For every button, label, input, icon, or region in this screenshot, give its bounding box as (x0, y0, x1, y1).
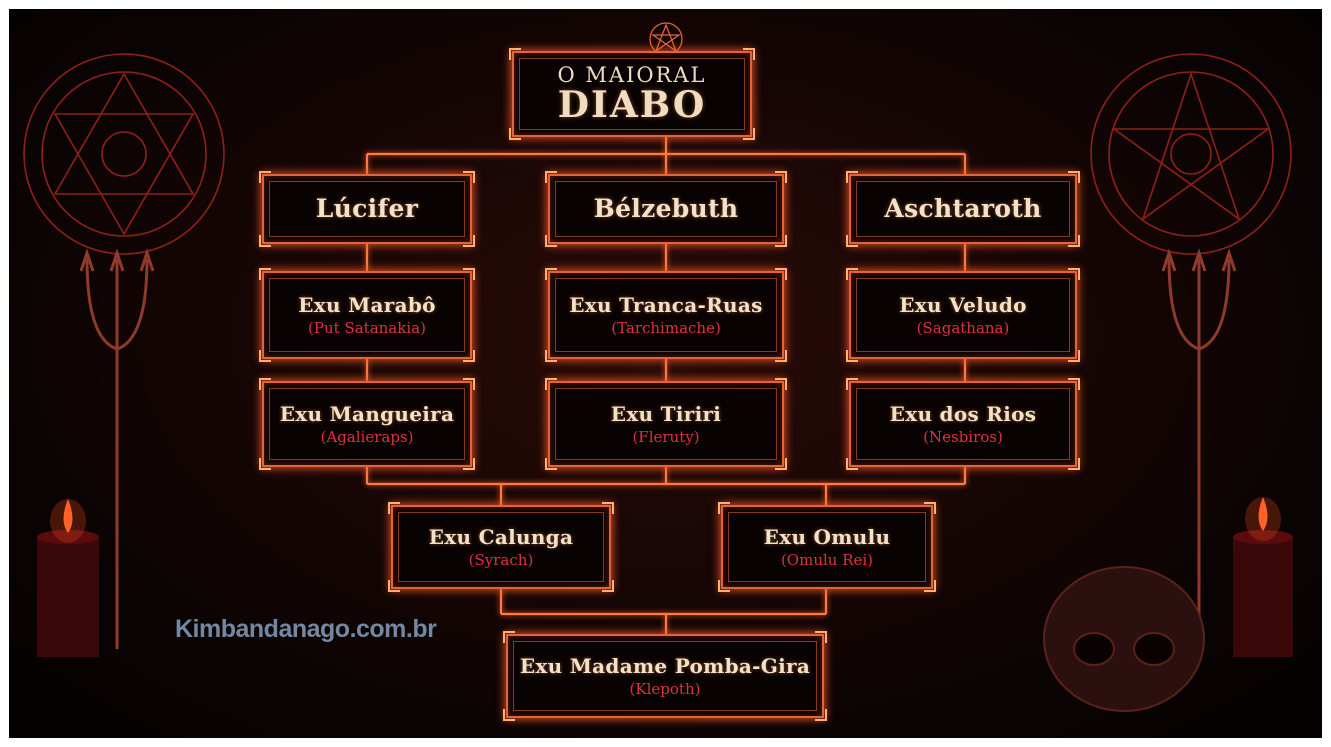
diagram-canvas: O MAIORAL DIABO Lúcifer Bélzebuth Aschta… (9, 9, 1322, 738)
node-subtitle: (Put Satanakia) (308, 319, 426, 337)
watermark-text: Kimbandanago.com.br (175, 615, 436, 644)
node-name: Exu Madame Pomba-Gira (520, 655, 810, 678)
node-name: Exu Tiriri (611, 403, 721, 426)
node-subtitle: (Fleruty) (632, 428, 699, 446)
node-o-maioral-diabo: O MAIORAL DIABO (512, 51, 752, 137)
node-aschtaroth: Aschtaroth (849, 174, 1077, 244)
node-exu-mangueira: Exu Mangueira (Agalieraps) (262, 381, 472, 467)
node-exu-omulu: Exu Omulu (Omulu Rei) (721, 505, 933, 589)
node-exu-calunga: Exu Calunga (Syrach) (391, 505, 611, 589)
node-name: Exu Mangueira (280, 403, 455, 426)
node-name: Exu Calunga (429, 526, 573, 549)
node-belzebuth: Bélzebuth (548, 174, 784, 244)
node-subtitle: (Agalieraps) (321, 428, 414, 446)
node-subtitle: (Tarchimache) (611, 319, 721, 337)
node-exu-veludo: Exu Veludo (Sagathana) (849, 271, 1077, 359)
node-exu-tranca-ruas: Exu Tranca-Ruas (Tarchimache) (548, 271, 784, 359)
node-subtitle: (Nesbiros) (923, 428, 1003, 446)
node-title-line2: DIABO (558, 87, 706, 125)
node-subtitle: (Klepoth) (630, 680, 701, 698)
node-name: Exu Veludo (899, 294, 1027, 317)
node-name: Aschtaroth (884, 195, 1041, 224)
node-exu-madame-pomba-gira: Exu Madame Pomba-Gira (Klepoth) (506, 634, 824, 718)
node-exu-marabo: Exu Marabô (Put Satanakia) (262, 271, 472, 359)
node-exu-tiriri: Exu Tiriri (Fleruty) (548, 381, 784, 467)
node-lucifer: Lúcifer (262, 174, 472, 244)
node-exu-dos-rios: Exu dos Rios (Nesbiros) (849, 381, 1077, 467)
node-subtitle: (Syrach) (469, 551, 534, 569)
node-name: Lúcifer (316, 195, 418, 224)
node-name: Bélzebuth (594, 195, 739, 224)
node-subtitle: (Sagathana) (917, 319, 1010, 337)
node-name: Exu dos Rios (890, 403, 1037, 426)
node-name: Exu Omulu (764, 526, 891, 549)
node-name: Exu Tranca-Ruas (569, 294, 762, 317)
node-subtitle: (Omulu Rei) (781, 551, 873, 569)
node-name: Exu Marabô (298, 294, 436, 317)
